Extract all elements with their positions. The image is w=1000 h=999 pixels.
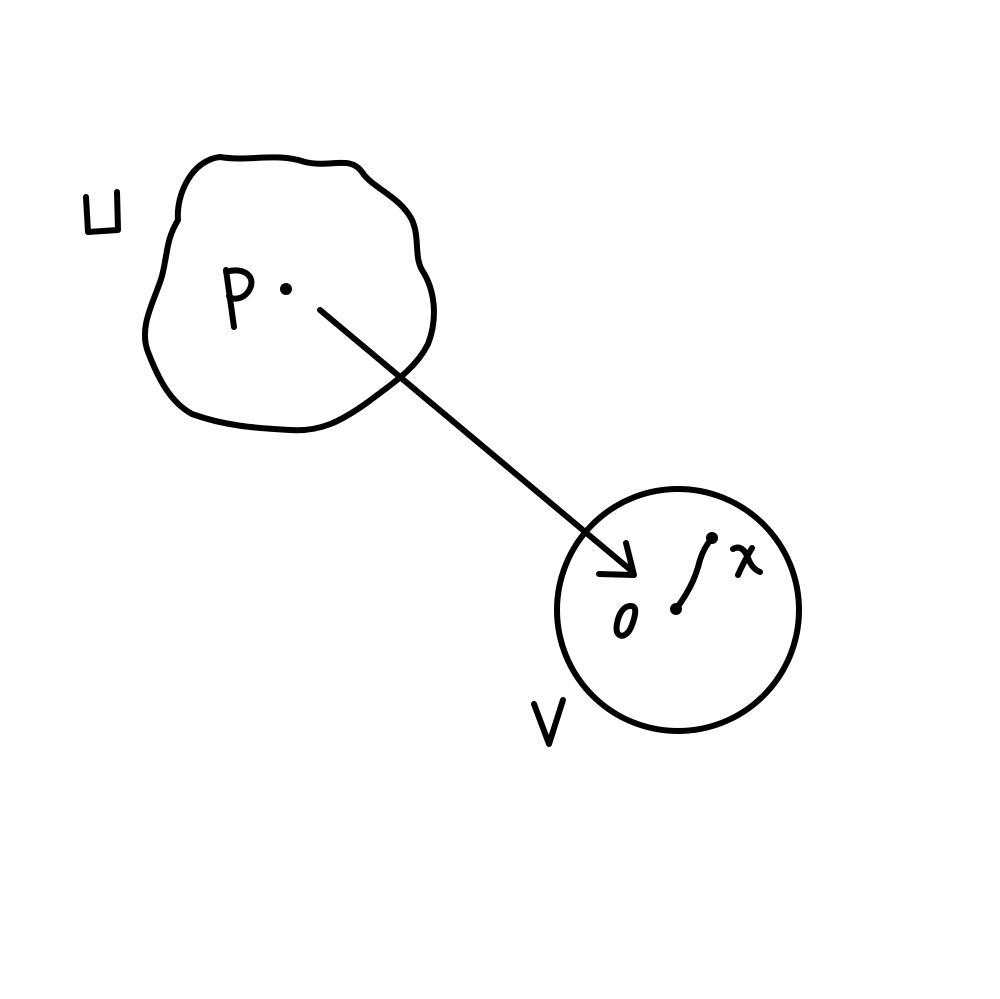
label-p: p: [223, 267, 255, 330]
label-u: U: [83, 189, 121, 235]
label-origin-glyph: [613, 603, 639, 639]
label-v-text: V: [548, 724, 549, 726]
label-u-text: U: [100, 224, 101, 226]
point-p-dot: [280, 283, 292, 295]
path-origin-to-x: [673, 535, 715, 612]
label-origin: 0: [613, 603, 639, 639]
label-p-glyph: [223, 267, 255, 330]
arrow-shaft: [317, 307, 636, 575]
label-x-glyph: [730, 544, 763, 578]
ball-v-outline: [554, 486, 802, 734]
label-v-glyph: [531, 697, 566, 747]
label-x: x: [730, 544, 763, 578]
label-u-glyph: [83, 189, 121, 235]
label-origin-text: 0: [626, 624, 627, 626]
point-x-dot: [706, 532, 718, 544]
label-v: V: [531, 697, 566, 747]
region-u-outline: [141, 154, 437, 434]
arrow-head: [596, 540, 637, 578]
